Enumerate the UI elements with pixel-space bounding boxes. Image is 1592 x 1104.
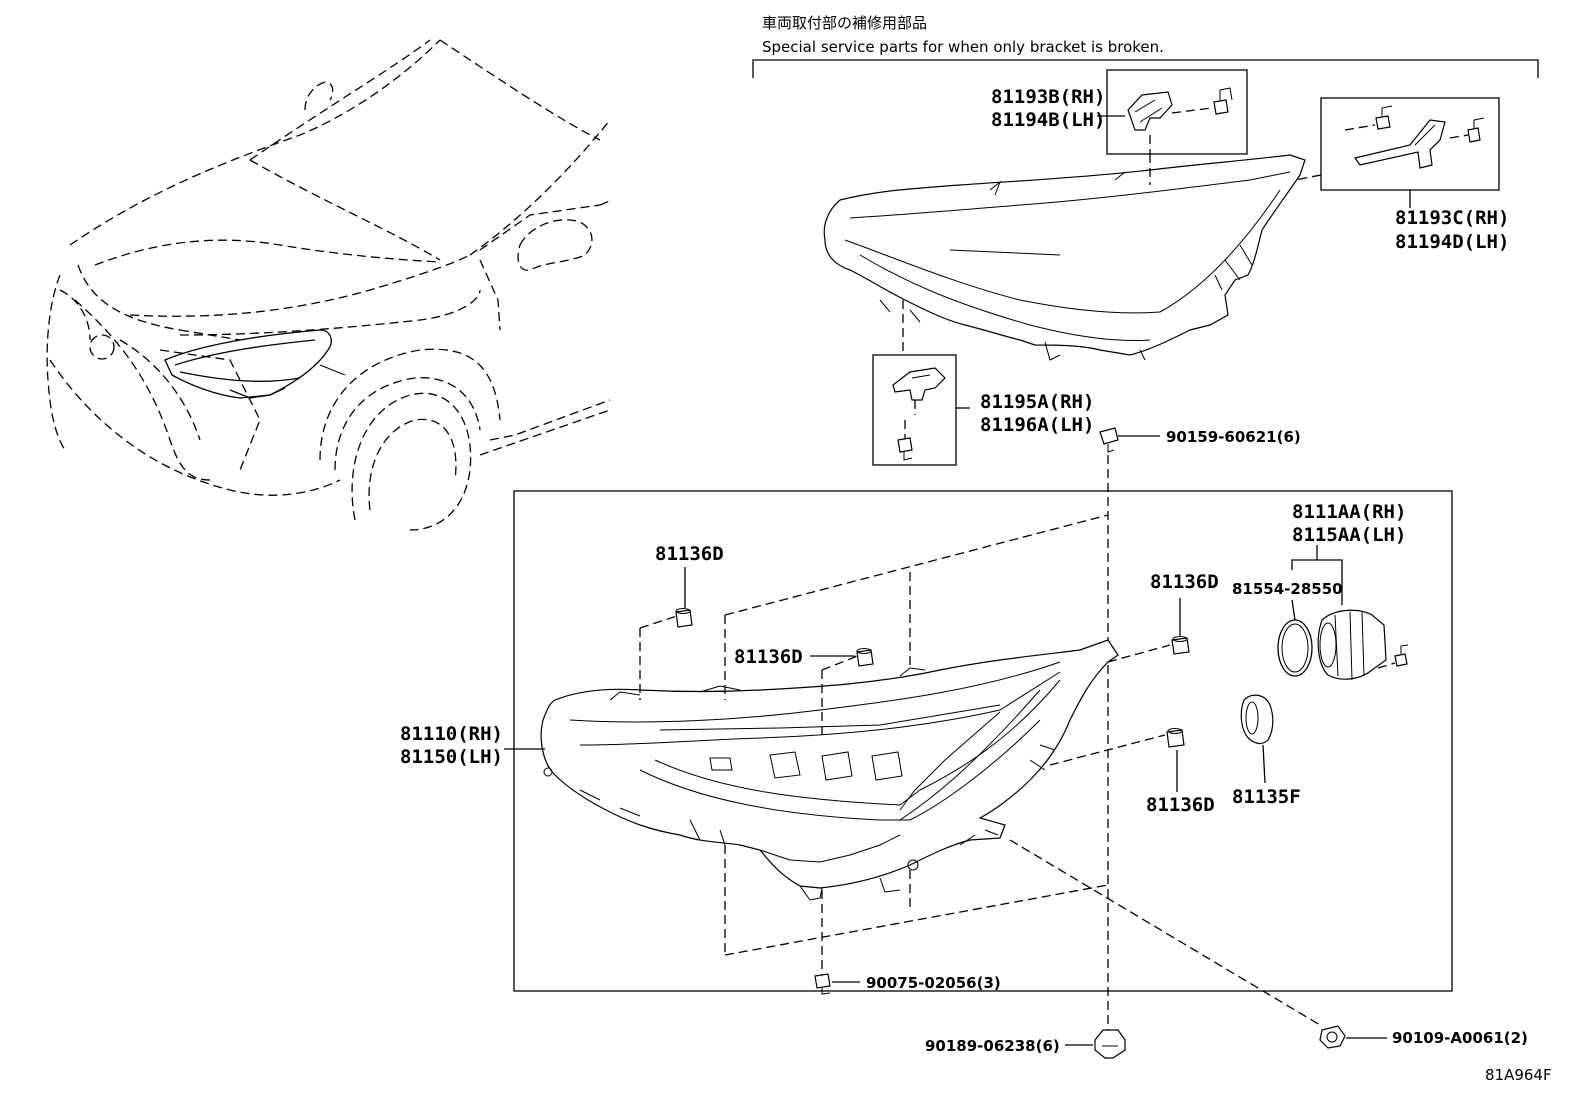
note-english: Special service parts for when only brac… — [762, 38, 1164, 56]
label-81193c: 81193C(RH) — [1395, 207, 1509, 229]
label-cap-81136d-1: 81136D — [655, 543, 724, 565]
screw-90075-part — [814, 973, 860, 995]
service-scope-bracket — [752, 59, 1539, 78]
bracket-top-box — [1106, 69, 1248, 185]
label-81195a: 81195A(RH) — [980, 391, 1094, 413]
screw-90159-assembly — [1099, 427, 1160, 1030]
label-81196a: 81196A(LH) — [980, 414, 1094, 436]
label-81194b: 81194B(LH) — [991, 109, 1105, 131]
label-81110: 81110(RH) — [400, 723, 503, 745]
label-cap-81136d-4: 81136D — [1146, 794, 1215, 816]
label-81193b: 81193B(RH) — [991, 86, 1105, 108]
assembly-guides — [639, 514, 1321, 1026]
label-8111aa: 8111AA(RH) — [1292, 501, 1406, 523]
label-81194d: 81194D(LH) — [1395, 231, 1509, 253]
label-cap-81136d-3: 81136D — [1150, 571, 1219, 593]
vehicle-overview-illustration — [46, 39, 613, 531]
label-81135f: 81135F — [1232, 786, 1301, 808]
part-labels: 81193B(RH) 81194B(LH) 81193C(RH) 81194D(… — [400, 86, 1552, 1084]
cap-81136d-parts — [675, 567, 1190, 792]
label-81150: 81150(LH) — [400, 746, 503, 768]
headlamp-main-view — [540, 639, 1119, 901]
label-cap-81136d-2: 81136D — [734, 646, 803, 668]
note-japanese: 車両取付部の補修用部品 — [762, 14, 927, 32]
label-8115aa: 8115AA(LH) — [1292, 524, 1406, 546]
label-90189: 90189-06238(6) — [925, 1037, 1060, 1055]
screw-90109-part — [1319, 1025, 1387, 1049]
label-90109: 90109-A0061(2) — [1392, 1029, 1528, 1047]
label-90075: 90075-02056(3) — [866, 974, 1001, 992]
label-81554: 81554-28550 — [1232, 580, 1343, 598]
headlamp-assembly-box — [513, 490, 1453, 992]
figure-code: 81A964F — [1485, 1066, 1552, 1084]
headlamp-unit-8111aa — [1277, 545, 1409, 681]
bracket-right-box — [1294, 97, 1500, 208]
bracket-lower-box — [872, 300, 970, 466]
label-90159: 90159-60621(6) — [1166, 428, 1301, 446]
service-parts-note: 車両取付部の補修用部品 Special service parts for wh… — [752, 14, 1539, 78]
headlamp-upper-view — [823, 154, 1306, 361]
clip-90189-part — [1065, 1029, 1126, 1059]
socket-81135f — [1240, 694, 1274, 784]
